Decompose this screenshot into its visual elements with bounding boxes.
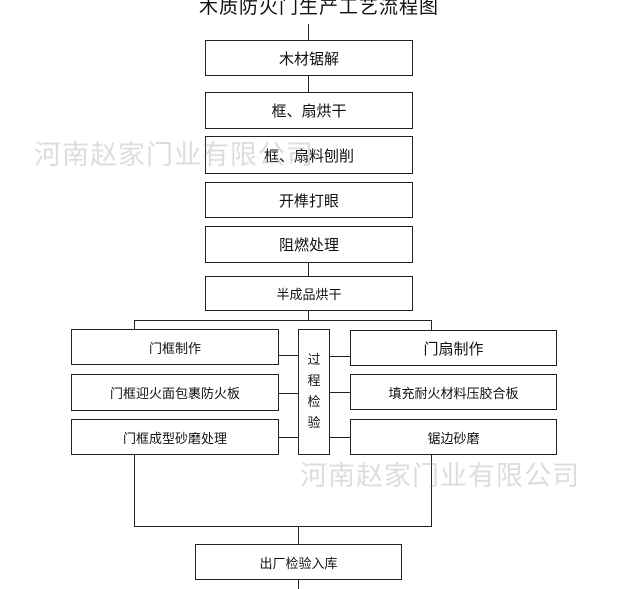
split-drop-left bbox=[134, 320, 135, 329]
tick-left-1 bbox=[278, 355, 299, 356]
connector-step1-2 bbox=[308, 75, 309, 92]
inspection-char-1: 过 bbox=[307, 353, 321, 368]
tick-left-2 bbox=[278, 393, 299, 394]
step-frame-sanding: 门框成型砂磨处理 bbox=[71, 419, 279, 455]
inspection-char-3: 检 bbox=[307, 395, 321, 410]
merge-left bbox=[134, 455, 135, 527]
inspection-char-4: 验 bbox=[307, 416, 321, 431]
inspection-char-2: 程 bbox=[307, 374, 321, 389]
step-frame-leaf-planing: 框、扇料刨削 bbox=[205, 136, 413, 174]
step-edge-sawing-sanding: 锯边砂磨 bbox=[350, 419, 557, 455]
step-leaf-making: 门扇制作 bbox=[350, 330, 557, 366]
step-timber-sawing: 木材锯解 bbox=[205, 40, 413, 76]
connector-step5-6 bbox=[308, 262, 309, 276]
tick-right-3 bbox=[329, 437, 350, 438]
split-bar bbox=[134, 320, 432, 321]
tick-left-3 bbox=[278, 437, 299, 438]
merge-right bbox=[431, 455, 432, 527]
step-factory-inspection-storage: 出厂检验入库 bbox=[195, 544, 402, 580]
tick-right-2 bbox=[329, 392, 350, 393]
process-inspection-box: 过 程 检 验 bbox=[298, 329, 330, 455]
connector-top bbox=[308, 24, 309, 40]
company-watermark-2: 河南赵家门业有限公司 bbox=[300, 461, 580, 492]
step-tenon-mortise: 开榫打眼 bbox=[205, 182, 413, 218]
step-frame-fireboard-wrap: 门框迎火面包裹防火板 bbox=[71, 374, 279, 411]
step-frame-leaf-drying: 框、扇烘干 bbox=[205, 92, 413, 129]
merge-bar bbox=[134, 526, 432, 527]
connector-bottom bbox=[298, 580, 299, 589]
tick-right-1 bbox=[329, 356, 350, 357]
split-drop-right bbox=[431, 320, 432, 330]
company-watermark-1: 河南赵家门业有限公司 bbox=[34, 140, 314, 171]
connector-step6-split bbox=[308, 310, 309, 320]
merge-drop bbox=[298, 526, 299, 544]
step-fire-retardant: 阻燃处理 bbox=[205, 226, 413, 263]
step-leaf-fill-press: 填充耐火材料压胶合板 bbox=[350, 374, 557, 410]
diagram-title: 木质防火门生产工艺流程图 bbox=[198, 0, 439, 18]
step-frame-making: 门框制作 bbox=[71, 329, 279, 365]
step-semi-finished-drying: 半成品烘干 bbox=[205, 276, 413, 311]
